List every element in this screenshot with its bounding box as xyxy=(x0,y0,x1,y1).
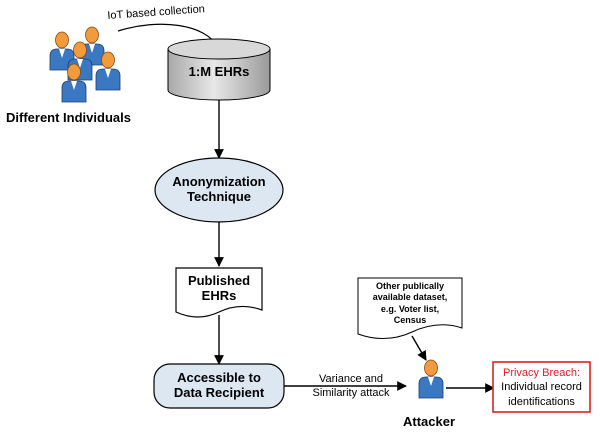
individuals-label: Different Individuals xyxy=(6,110,131,125)
privacy-breach-box xyxy=(492,361,591,413)
ehrs-store-label: 1:M EHRs xyxy=(188,63,250,79)
breach-line-2: identifications xyxy=(508,395,575,408)
recipient-line-1: Accessible to xyxy=(177,370,261,386)
dataset-line-4: Census xyxy=(393,314,427,325)
dataset-line-2: available dataset, xyxy=(372,292,448,303)
data-recipient-label: Accessible to Data Recipient xyxy=(154,364,284,408)
public-dataset-document xyxy=(357,277,463,339)
breach-line-1: Individual record xyxy=(501,381,582,394)
attacker-icon xyxy=(418,359,444,399)
anonymization-line-1: Anonymization xyxy=(172,174,266,190)
ehrs-database-cylinder xyxy=(167,38,271,101)
dataset-line-1: Other publically xyxy=(375,281,444,291)
privacy-breach-text: Privacy Breach: Individual record identi… xyxy=(493,366,590,409)
breach-title: Privacy Breach: xyxy=(502,367,581,379)
arrow-dataset-to-attacker xyxy=(411,335,427,361)
published-ehrs-document xyxy=(175,267,263,318)
attack-line-1: Variance and xyxy=(318,373,383,385)
attacker-label: Attacker xyxy=(403,414,456,429)
attack-line-2: Similarity attack xyxy=(312,387,390,400)
dataset-line-3: e.g. Voter list, xyxy=(380,303,440,314)
recipient-line-2: Data Recipient xyxy=(173,385,265,400)
published-line-1: Published xyxy=(187,273,251,289)
public-dataset-label: Other publically available dataset, e.g.… xyxy=(358,281,462,326)
attack-type-label: Variance and Similarity attack xyxy=(300,372,402,401)
anonymization-line-2: Technique xyxy=(186,189,252,204)
anonymization-label: Anonymization Technique xyxy=(155,166,283,214)
published-line-2: EHRs xyxy=(201,288,237,303)
people-group-icon xyxy=(49,26,121,103)
published-ehrs-label: Published EHRs xyxy=(176,270,262,308)
